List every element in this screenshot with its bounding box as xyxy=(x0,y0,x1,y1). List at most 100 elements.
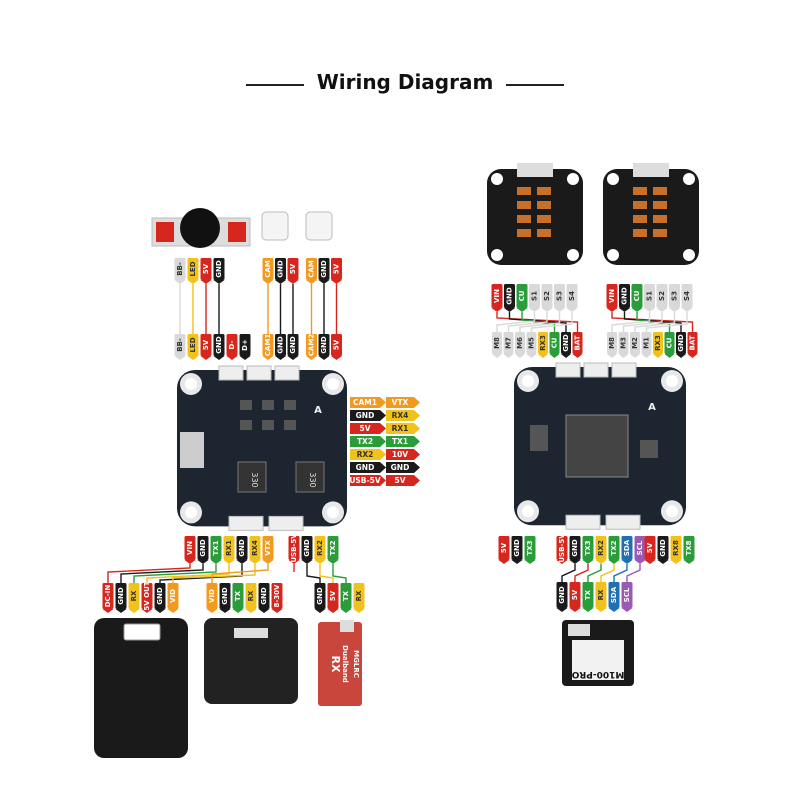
cam-pin-0-tip xyxy=(262,280,274,284)
fc-cam-pin-4-label: GND xyxy=(320,336,328,354)
cam-pin-5-label: 5V xyxy=(333,263,341,274)
gps-pin-1-bg xyxy=(569,582,581,608)
side-left-tag-3-bg xyxy=(350,436,386,447)
gps-pin-1: 5V xyxy=(569,582,581,612)
right-fc-board: A xyxy=(514,362,686,530)
fc-motor-0-pin-6: GND xyxy=(561,332,571,358)
rx-pin-3-label: RX xyxy=(355,590,363,601)
esc-0-pin-6-bg xyxy=(566,284,578,308)
wire-gps-0 xyxy=(561,564,576,582)
gps-pin-3: RX xyxy=(595,582,607,612)
fc-motor-0-pin-7-bg xyxy=(572,332,583,354)
buzzer-pin-1-bg xyxy=(187,258,199,280)
cam-pin-4-label: GND xyxy=(320,260,328,278)
cam-pin-5: 5V xyxy=(331,258,342,284)
left-fc-chip-1 xyxy=(262,400,274,410)
fc-motor-1-pin-1-tip xyxy=(618,354,629,358)
fc-motor-1-pin-4: RX3 xyxy=(653,332,663,358)
rfc-bottom-b-pin-6-label: SCL xyxy=(636,540,644,555)
gps-pin-1-label: 5V xyxy=(571,589,579,600)
side-right-tag-6: 5V xyxy=(386,475,420,486)
fc-top-pin-5-bg xyxy=(239,334,251,356)
rx-pin-0-label: GND xyxy=(316,587,324,605)
fc-motor-0-pin-7-label: BAT xyxy=(574,335,582,350)
side-left-tag-0-bg xyxy=(350,397,386,408)
fc-cam-pin-3: CAM2 xyxy=(306,334,317,360)
gps-connector xyxy=(568,624,590,636)
side-left-tag-4-label: RX2 xyxy=(357,450,374,459)
buzzer-pin-1: LED xyxy=(187,258,199,284)
rfc-bottom-c-pin-1-tip xyxy=(657,560,669,564)
wire-esc-1-0 xyxy=(611,312,694,332)
buzzer-pin-0-bg xyxy=(174,258,186,280)
buzzer-pin-0: BB- xyxy=(174,258,186,284)
side-right-tag-2: RX1 xyxy=(386,423,420,434)
rx-pin-2-bg xyxy=(340,583,352,609)
buzzer-pin-3-label: GND xyxy=(215,260,223,278)
wire-vtx xyxy=(211,564,269,583)
esc-1-pin-1: GND xyxy=(619,284,630,312)
device-b-pin-1-tip xyxy=(219,609,231,613)
fc-motor-0-pin-0-tip xyxy=(492,354,502,358)
mcu-chip xyxy=(565,414,629,478)
side-right-tag-1-bg xyxy=(386,410,420,421)
fc-cam-pin-0-tip xyxy=(262,356,274,360)
fc-cam-pin-5-bg xyxy=(331,334,342,356)
side-right-tag-0: VTX xyxy=(386,397,420,408)
rfc-bottom-b-pin-4-bg xyxy=(608,536,620,560)
gps-pin-5-tip xyxy=(621,608,633,612)
rfc-bottom-b-pin-5-bg xyxy=(621,536,633,560)
fc-motor-1-pin-0: M8 xyxy=(607,332,617,358)
buzzer-led-left xyxy=(156,222,174,242)
rfc-bottom-c-pin-2-bg xyxy=(670,536,682,560)
gps-pin-2: TX xyxy=(582,582,594,612)
fc-top-pin-3-label: GND xyxy=(215,336,223,354)
fc-bottom-b-pin-1-label: GND xyxy=(303,539,311,557)
cam-pin-1-bg xyxy=(275,258,286,280)
fc-bottom-a-pin-3-label: RX1 xyxy=(225,540,233,556)
device-a-pin-1-tip xyxy=(115,609,127,613)
fc-motor-0-pin-5: CU xyxy=(549,332,560,358)
esc-1-pin-4-bg xyxy=(656,284,668,308)
fc-motor-1-pin-1-label: M3 xyxy=(620,337,628,349)
esc-pcb-1 xyxy=(603,169,699,265)
rx-pin-0: GND xyxy=(314,583,326,613)
right-fc-board-top-connector-0 xyxy=(555,362,581,378)
fc-top-pin-4-label: D- xyxy=(228,340,236,349)
left-fc-board-top-connector-0 xyxy=(218,365,244,381)
fc-top-pin-0: BB- xyxy=(174,334,186,360)
fc-top-pin-2-tip xyxy=(200,356,212,360)
buzzer-pin-2: 5V xyxy=(200,258,212,284)
buzzer-led-right xyxy=(228,222,246,242)
fc-motor-1-pin-3-tip xyxy=(641,354,652,358)
gps-module: M100-PRO xyxy=(562,620,634,686)
fc-bottom-a-pin-4-label: GND xyxy=(238,539,246,557)
fc-bottom-a-pin-0-bg xyxy=(184,536,196,560)
wire-tx1 xyxy=(133,564,217,583)
side-left-tag-0: CAM1 xyxy=(350,397,386,408)
side-right-tag-2-label: RX1 xyxy=(392,424,409,433)
fc-motor-0-pin-0-label: M8 xyxy=(493,337,501,349)
fc-cam-pin-0: CAM1 xyxy=(262,334,274,360)
wire-rx2 xyxy=(319,564,334,583)
esc-1-pin-6-tip xyxy=(681,308,693,312)
title-bar: Wiring Diagram xyxy=(246,70,564,98)
fc-bottom-b-pin-0-label: USB-5V xyxy=(290,533,298,563)
gps-pin-0-bg xyxy=(556,582,568,608)
rfc-bottom-a-pin-2-tip xyxy=(524,560,536,564)
cam-pin-4-bg xyxy=(318,258,330,280)
cam-pin-2: 5V xyxy=(287,258,299,284)
cam-pin-2-bg xyxy=(287,258,299,280)
device-b-pin-5-label: 8-30V xyxy=(273,584,281,608)
device-b-pin-5: 8-30V xyxy=(271,583,283,613)
rfc-bottom-b-pin-1: GND xyxy=(569,536,581,564)
esc-hole-1-3 xyxy=(683,249,695,261)
esc-hole-1-1 xyxy=(683,173,695,185)
side-right-tag-3-label: TX1 xyxy=(392,437,408,446)
fc-cam-pin-1-bg xyxy=(275,334,286,356)
right-fc-board-mount-hole-inner-0 xyxy=(522,375,534,387)
side-right-tag-5-bg xyxy=(386,462,420,473)
gps-pin-2-tip xyxy=(582,608,594,612)
esc-connector-0 xyxy=(517,163,553,177)
